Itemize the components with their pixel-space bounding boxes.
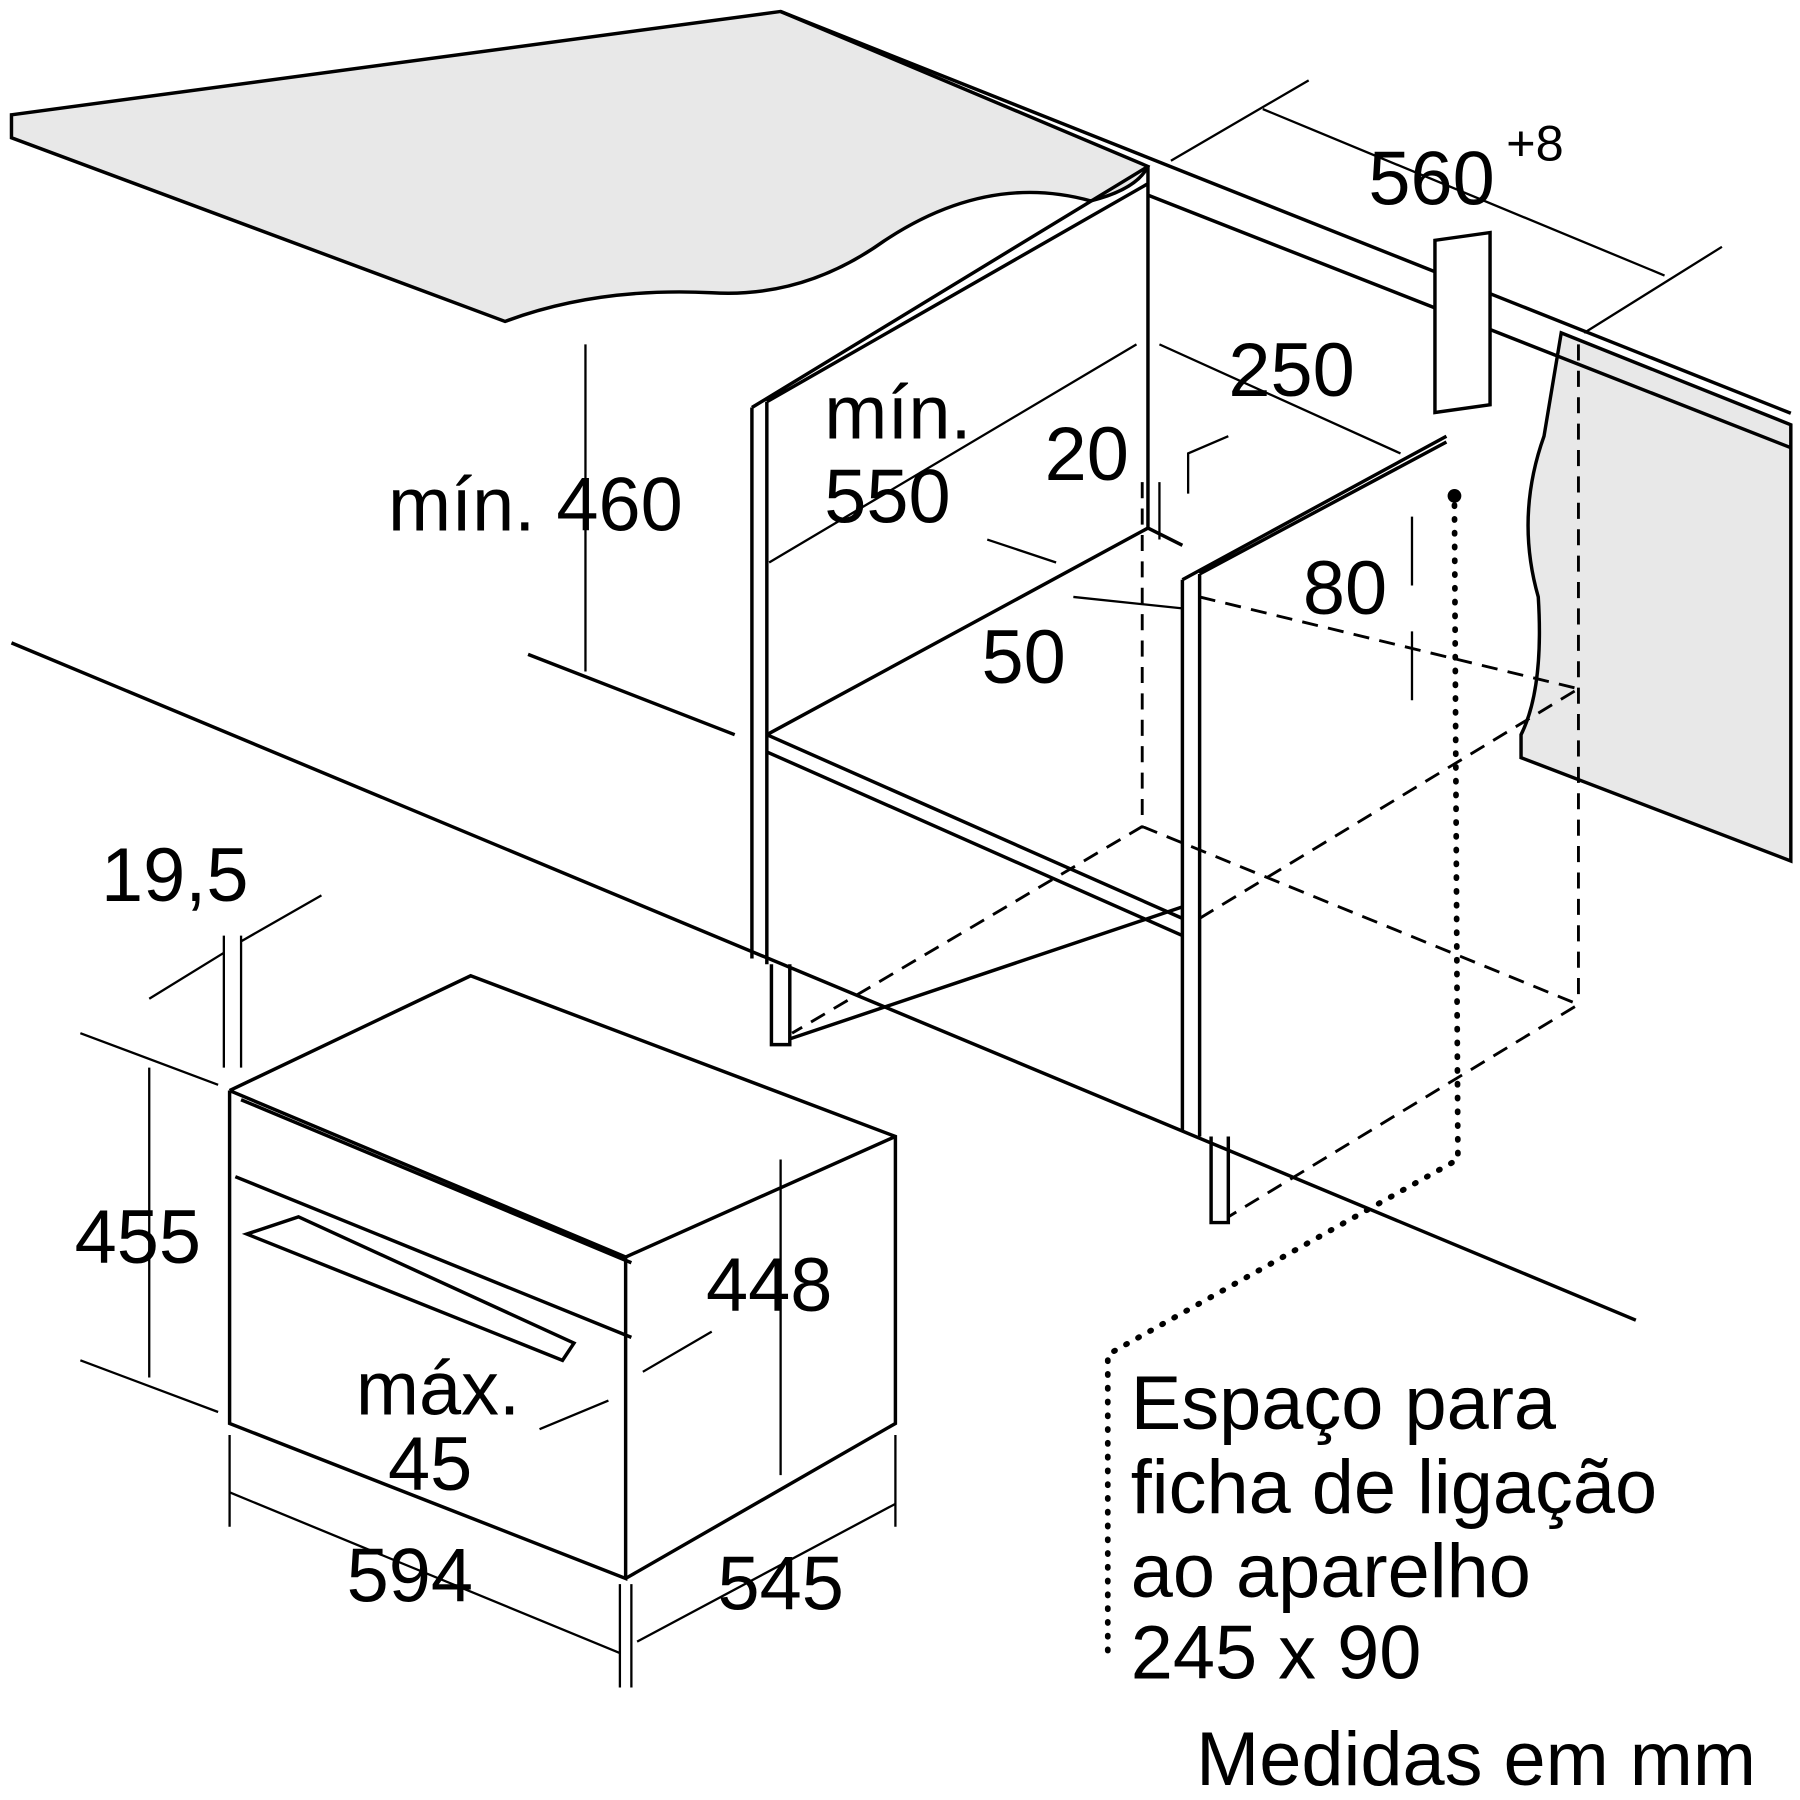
min-depth-label: 550	[824, 454, 950, 539]
countertop-back-edge	[779, 9, 1792, 415]
socket-note-line-2: ficha de ligação	[1131, 1445, 1657, 1530]
socket-area	[1433, 230, 1492, 415]
gap-50-label: 50	[982, 615, 1066, 700]
min-depth-prefix: mín.	[824, 371, 971, 456]
front-19-5-label: 19,5	[101, 833, 248, 918]
height-448-label: 448	[706, 1243, 832, 1328]
min-height-label: mín. 460	[388, 462, 683, 547]
oven-body	[227, 973, 898, 1581]
socket-80-label: 80	[1303, 546, 1387, 631]
oven-door	[234, 1175, 633, 1363]
niche-width-tolerance: +8	[1506, 115, 1564, 172]
socket-note-line-4: 245 x 90	[1131, 1610, 1422, 1695]
max-prefix: máx.	[356, 1346, 520, 1431]
socket-note-line-1: Espaço para	[1131, 1361, 1557, 1446]
height-455-label: 455	[75, 1195, 201, 1280]
cabinet-shelf	[766, 526, 1184, 938]
cabinet-side-right	[1147, 434, 1448, 1137]
width-594-label: 594	[347, 1533, 473, 1618]
socket-dot	[1447, 489, 1462, 503]
max-45-label: 45	[388, 1422, 472, 1507]
dim-arrows	[148, 79, 1723, 1655]
countertop-right	[1519, 330, 1793, 864]
socket-note-line-3: ao aparelho	[1131, 1529, 1531, 1614]
cabinet-side-left	[750, 164, 1150, 965]
plinth	[769, 905, 1231, 1225]
depth-545-label: 545	[717, 1541, 843, 1626]
units-note: Medidas em mm	[1196, 1717, 1756, 1800]
depth-250-label: 250	[1228, 328, 1354, 413]
niche-width-label: 560	[1368, 136, 1494, 221]
oven-extension-lines	[79, 1032, 897, 1688]
countertop	[9, 9, 1151, 324]
socket-dotted-lead	[1104, 502, 1461, 1656]
niche-hidden-lines	[791, 344, 1582, 1219]
gap-20-label: 20	[1045, 412, 1129, 497]
